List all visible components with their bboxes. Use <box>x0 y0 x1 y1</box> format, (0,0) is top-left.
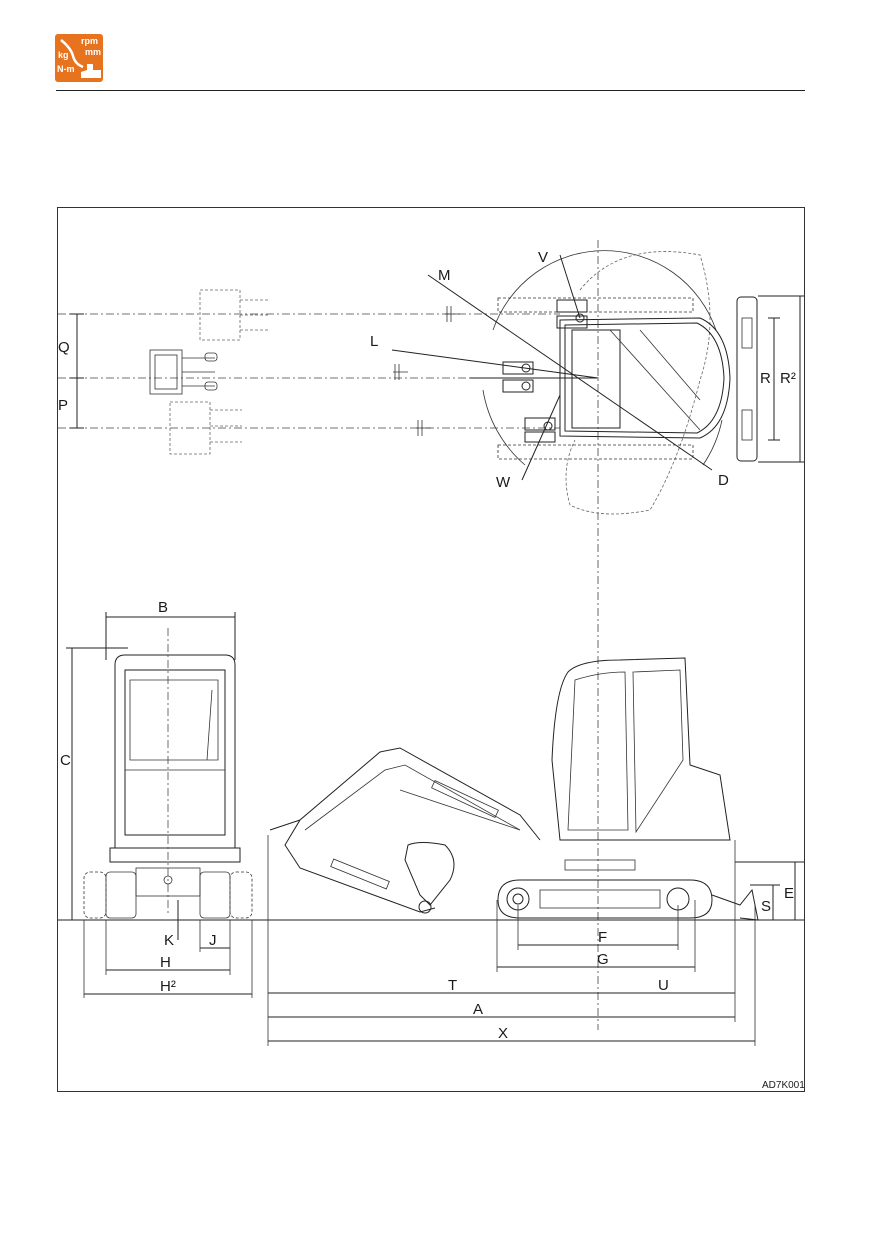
label-l: L <box>370 333 378 350</box>
label-x: X <box>498 1025 508 1042</box>
label-a: A <box>473 1001 483 1018</box>
label-b: B <box>158 599 168 616</box>
label-r2: R² <box>780 370 796 387</box>
label-g: G <box>597 951 609 968</box>
label-q: Q <box>58 339 70 356</box>
label-d: D <box>718 472 729 489</box>
label-h: H <box>160 954 171 971</box>
label-h2: H² <box>160 978 176 995</box>
label-u: U <box>658 977 669 994</box>
label-m: M <box>438 267 451 284</box>
label-t: T <box>448 977 457 994</box>
label-k: K <box>164 932 174 949</box>
label-w: W <box>496 474 511 491</box>
label-j: J <box>209 932 217 949</box>
label-p: P <box>58 397 68 414</box>
label-s: S <box>761 898 771 915</box>
label-v: V <box>538 249 548 266</box>
label-c: C <box>60 752 71 769</box>
side-view <box>268 658 805 1046</box>
figure-id: AD7K001 <box>762 1080 805 1091</box>
label-r: R <box>760 370 771 387</box>
top-view <box>58 240 804 1030</box>
label-e: E <box>784 885 794 902</box>
label-f: F <box>598 929 607 946</box>
